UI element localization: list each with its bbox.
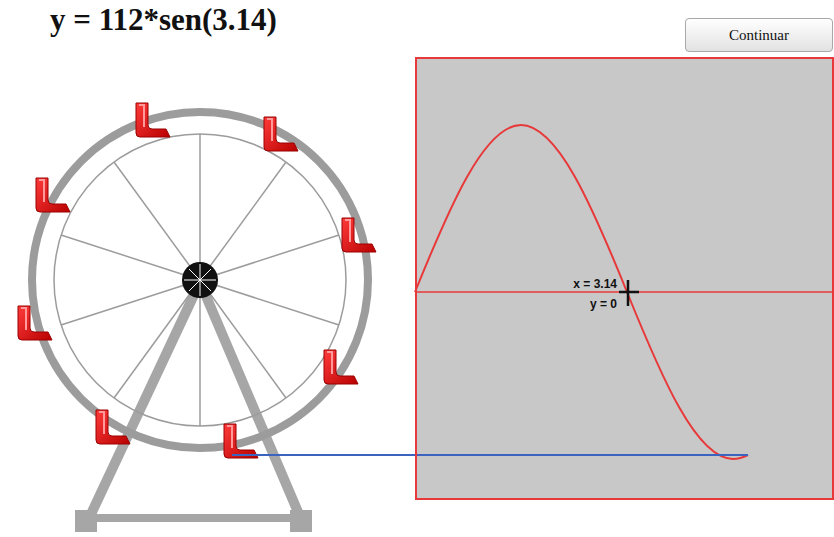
car — [342, 218, 376, 252]
wheel-inner-rim — [54, 134, 346, 426]
car — [264, 117, 298, 151]
car — [224, 424, 258, 458]
base-bar — [80, 514, 308, 522]
wheel-rim — [32, 112, 368, 448]
base-foot — [290, 510, 312, 532]
graph-panel: x = 3.14 y = 0 — [415, 57, 834, 500]
car — [324, 350, 358, 384]
cursor-cross — [619, 280, 639, 306]
car — [96, 410, 130, 444]
wheel-hub — [182, 262, 218, 298]
projection-line — [232, 454, 748, 456]
wheel-spokes — [61, 134, 339, 426]
car — [18, 306, 52, 340]
wheel-support — [92, 282, 298, 512]
base-foot — [75, 510, 97, 532]
sine-curve — [415, 125, 748, 459]
continue-button: Continuar — [685, 18, 833, 52]
button-label: Continuar — [729, 27, 789, 44]
car — [136, 103, 170, 137]
x-value: x = 3.14 — [527, 277, 617, 291]
formula-title: y = 112*sen(3.14) — [50, 2, 277, 38]
car — [36, 178, 70, 212]
x-axis — [416, 291, 832, 293]
graph-ground — [415, 57, 833, 500]
y-value: y = 0 — [527, 297, 617, 311]
